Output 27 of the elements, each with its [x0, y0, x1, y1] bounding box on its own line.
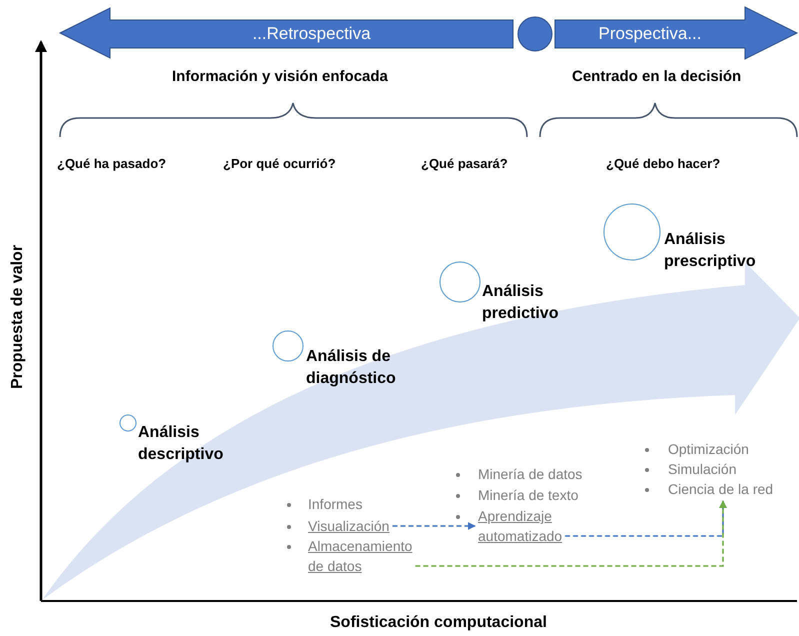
list-item: Minería de texto	[478, 486, 578, 505]
banner-arrow	[554, 6, 798, 60]
question-text: ¿Por qué ocurrió?	[223, 156, 336, 171]
list-item: Visualización	[308, 517, 390, 536]
list-item: Simulación	[668, 460, 738, 479]
axis-title: Sofisticación computacional	[330, 614, 547, 632]
question-text: ¿Qué pasará?	[421, 156, 508, 171]
question-text: ¿Qué debo hacer?	[606, 156, 720, 171]
banner-arrow	[58, 7, 514, 59]
circle-shape	[518, 16, 552, 52]
list-item: Almacenamiento de datos	[308, 537, 414, 576]
stage-label: Análisis descriptivo	[138, 423, 224, 465]
section-heading: Centrado en la decisión	[572, 68, 742, 85]
list-item: Ciencia de la red	[668, 480, 774, 499]
list-item: Minería de datos	[478, 465, 582, 484]
dashed-arrow	[415, 500, 727, 567]
list-item: Informes	[308, 495, 362, 514]
banner-label: ...Retrospectiva	[251, 23, 372, 45]
section-heading: Información y visión enfocada	[172, 68, 388, 85]
list-item: Optimización	[668, 440, 750, 459]
banner-label: Prospectiva...	[598, 23, 702, 45]
question-text: ¿Qué ha pasado?	[57, 156, 166, 171]
dashed-arrow	[392, 522, 476, 530]
list-item: Aprendizaje automatizado	[478, 507, 564, 546]
stage-label: Análisis prescriptivo	[664, 230, 757, 272]
stage-label: Análisis de diagnóstico	[306, 347, 397, 389]
stage-label: Análisis predictivo	[482, 282, 560, 324]
